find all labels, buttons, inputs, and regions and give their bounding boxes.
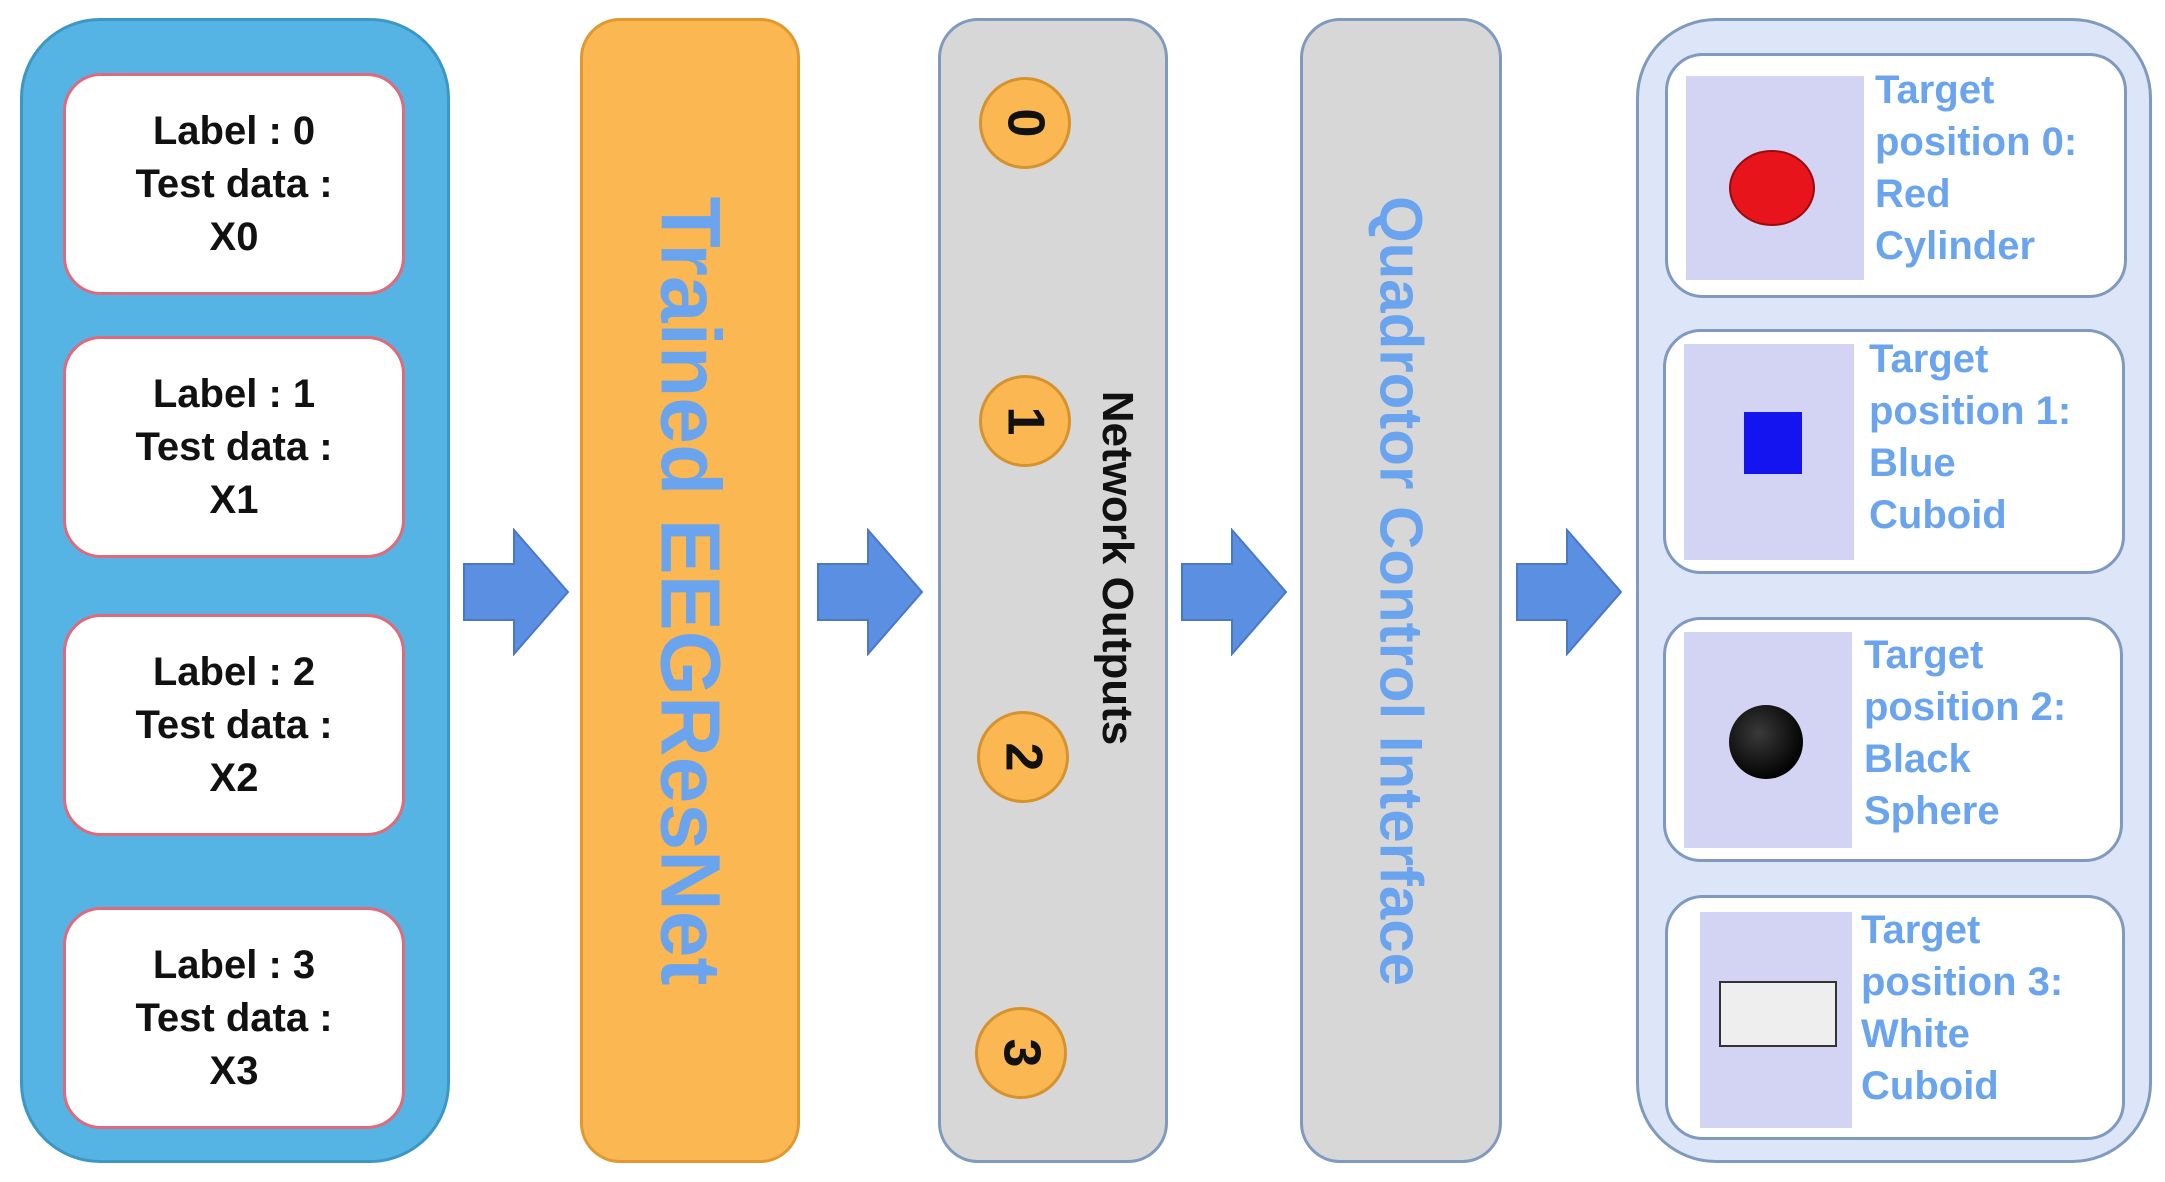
control-interface-label: Quadrotor Control Interface: [1367, 195, 1435, 986]
target-card-2: Target position 2: Black Sphere: [1663, 617, 2123, 862]
input-label: Label : 3: [152, 942, 316, 987]
target-line: Black: [1864, 737, 1971, 781]
input-label: Label : 0: [152, 108, 316, 153]
target-swatch: [1684, 344, 1854, 560]
target-swatch: [1700, 912, 1852, 1128]
quadrotor-control-panel: Quadrotor Control Interface: [1300, 18, 1502, 1163]
white-cuboid-icon: [1719, 981, 1837, 1047]
output-value: 2: [993, 742, 1052, 772]
target-line: position 2:: [1864, 685, 2067, 729]
input-data-caption: Test data :: [135, 995, 333, 1040]
input-label: Label : 2: [152, 649, 316, 694]
output-node-3: 3: [975, 1007, 1067, 1099]
target-line: position 0:: [1875, 120, 2078, 164]
target-description: Target position 0: Red Cylinder: [1875, 64, 2077, 272]
target-description: Target position 3: White Cuboid: [1861, 904, 2063, 1112]
target-swatch: [1686, 76, 1864, 280]
output-value: 0: [995, 108, 1054, 138]
target-line: Sphere: [1864, 789, 2000, 833]
target-line: Red: [1875, 172, 1951, 216]
target-line: Cylinder: [1875, 224, 2036, 268]
target-description: Target position 2: Black Sphere: [1864, 629, 2066, 837]
input-data-caption: Test data :: [135, 702, 333, 747]
target-line: Cuboid: [1861, 1064, 1999, 1108]
input-card-3: Label : 3 Test data : X3: [63, 907, 405, 1129]
target-card-0: Target position 0: Red Cylinder: [1665, 53, 2127, 298]
input-data-caption: Test data :: [135, 161, 333, 206]
target-line: position 3:: [1861, 960, 2064, 1004]
target-line: Cuboid: [1869, 493, 2007, 537]
input-data-id: X0: [209, 214, 259, 259]
output-node-0: 0: [979, 77, 1071, 169]
target-positions-panel: Target position 0: Red Cylinder Target p…: [1636, 18, 2152, 1163]
red-cylinder-icon: [1729, 150, 1815, 226]
input-card-1: Label : 1 Test data : X1: [63, 336, 405, 558]
output-node-1: 1: [979, 375, 1071, 467]
output-value: 1: [995, 406, 1054, 436]
input-card-0: Label : 0 Test data : X0: [63, 73, 405, 295]
flow-arrow-icon: [1181, 528, 1288, 656]
trained-network-panel: Trained EEGResNet: [580, 18, 800, 1163]
target-line: Target: [1875, 68, 1995, 112]
input-data-id: X3: [209, 1048, 259, 1093]
target-description: Target position 1: Blue Cuboid: [1869, 333, 2071, 541]
input-data-panel: Label : 0 Test data : X0 Label : 1 Test …: [20, 18, 450, 1163]
network-outputs-label: Network Outputs: [1093, 390, 1142, 746]
target-line: Target: [1864, 633, 1984, 677]
input-data-id: X1: [209, 477, 259, 522]
target-line: position 1:: [1869, 389, 2072, 433]
black-sphere-icon: [1729, 705, 1803, 779]
target-line: Blue: [1869, 441, 1956, 485]
output-node-2: 2: [977, 711, 1069, 803]
input-data-id: X2: [209, 755, 259, 800]
target-line: White: [1861, 1012, 1970, 1056]
flow-arrow-icon: [817, 528, 924, 656]
input-card-2: Label : 2 Test data : X2: [63, 614, 405, 836]
target-card-3: Target position 3: White Cuboid: [1665, 895, 2125, 1140]
network-outputs-panel: 0 1 2 3: [938, 18, 1168, 1163]
target-swatch: [1684, 632, 1852, 848]
target-line: Target: [1869, 337, 1989, 381]
network-label: Trained EEGResNet: [643, 196, 738, 985]
target-line: Target: [1861, 908, 1981, 952]
input-label: Label : 1: [152, 371, 316, 416]
flow-arrow-icon: [463, 528, 570, 656]
output-value: 3: [991, 1038, 1050, 1068]
blue-cuboid-icon: [1744, 412, 1802, 474]
target-card-1: Target position 1: Blue Cuboid: [1663, 329, 2125, 574]
flow-arrow-icon: [1516, 528, 1623, 656]
input-data-caption: Test data :: [135, 424, 333, 469]
